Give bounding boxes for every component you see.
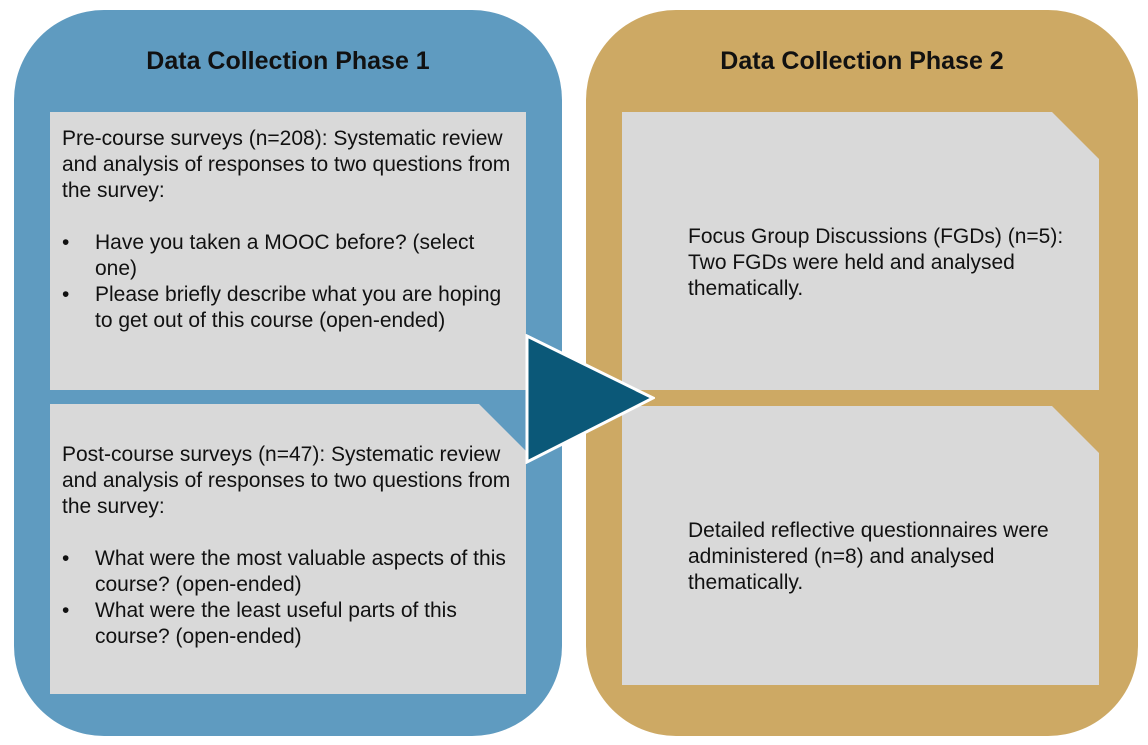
focus-group-text: Focus Group Discussions (FGDs) (n=5): Tw… <box>688 225 1064 300</box>
right-triangle-arrow-icon <box>525 334 655 464</box>
phase-2-title: Data Collection Phase 2 <box>720 47 1004 75</box>
pre-course-question-1: Have you taken a MOOC before? (select on… <box>62 230 514 282</box>
post-course-intro: Post-course surveys (n=47): Systematic r… <box>62 443 511 518</box>
post-course-question-list: What were the most valuable aspects of t… <box>62 546 514 650</box>
post-course-question-2: What were the least useful parts of this… <box>62 598 514 650</box>
arrow-shape <box>525 334 655 464</box>
focus-group-card: Focus Group Discussions (FGDs) (n=5): Tw… <box>622 112 1099 390</box>
questionnaires-text: Detailed reflective questionnaires were … <box>688 519 1049 594</box>
pre-course-question-2: Please briefly describe what you are hop… <box>62 282 514 334</box>
phase-1-title: Data Collection Phase 1 <box>146 47 430 75</box>
post-course-question-1: What were the most valuable aspects of t… <box>62 546 514 598</box>
pre-course-question-list: Have you taken a MOOC before? (select on… <box>62 230 514 334</box>
questionnaires-card: Detailed reflective questionnaires were … <box>622 406 1099 685</box>
pre-course-intro: Pre-course surveys (n=208): Systematic r… <box>62 127 511 202</box>
post-course-surveys-card: Post-course surveys (n=47): Systematic r… <box>50 404 526 694</box>
pre-course-surveys-card: Pre-course surveys (n=208): Systematic r… <box>50 112 526 390</box>
